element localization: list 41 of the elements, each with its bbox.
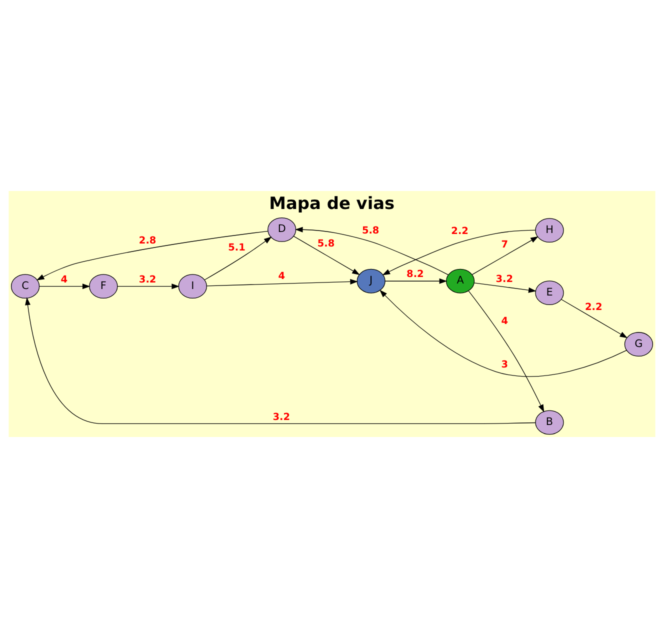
arrow bbox=[382, 229, 536, 275]
arrow bbox=[117, 283, 180, 289]
arrow bbox=[560, 298, 628, 338]
node-ellipse: J bbox=[356, 268, 386, 293]
node-ellipse: C bbox=[10, 274, 40, 298]
edge-label: 5.1 bbox=[228, 242, 246, 254]
arrow bbox=[380, 289, 627, 376]
node-ellipse: F bbox=[89, 274, 118, 298]
node-ellipse: I bbox=[178, 274, 207, 298]
edge-label: 4 bbox=[60, 274, 68, 285]
diagram-title: Mapa de vias bbox=[269, 192, 395, 213]
node-ellipse: A bbox=[446, 268, 475, 293]
edge-label: 3.2 bbox=[496, 273, 514, 284]
node-ellipse: D bbox=[268, 216, 296, 242]
arrow bbox=[294, 226, 449, 275]
edge-label: 8.2 bbox=[406, 268, 424, 280]
edge-label: 7 bbox=[501, 238, 508, 250]
arrow bbox=[293, 235, 360, 274]
node-ellipse: E bbox=[535, 280, 564, 305]
arrow bbox=[36, 230, 268, 280]
edge-label: 5.8 bbox=[362, 225, 380, 236]
edge-label: 4 bbox=[501, 316, 508, 327]
arrow bbox=[474, 282, 536, 292]
node-ellipse: B bbox=[535, 410, 564, 434]
node-ellipse: G bbox=[624, 332, 654, 356]
edge-label: 3.2 bbox=[272, 411, 290, 422]
edge-label: 2.2 bbox=[584, 301, 602, 312]
arrow bbox=[206, 278, 358, 286]
arrow bbox=[468, 290, 544, 412]
arrow bbox=[25, 296, 536, 424]
edge-label: 3.2 bbox=[138, 274, 156, 285]
node-ellipse: H bbox=[535, 218, 564, 242]
arrow bbox=[204, 236, 272, 280]
arrow bbox=[472, 236, 538, 274]
edge-label: 2.8 bbox=[138, 234, 156, 246]
edge-label: 4 bbox=[278, 270, 286, 282]
arrow bbox=[384, 278, 448, 284]
arrow bbox=[39, 283, 90, 289]
edge-label: 2.2 bbox=[451, 226, 468, 237]
edge-label: 3 bbox=[501, 359, 508, 370]
edge-label: 5.8 bbox=[317, 238, 335, 250]
